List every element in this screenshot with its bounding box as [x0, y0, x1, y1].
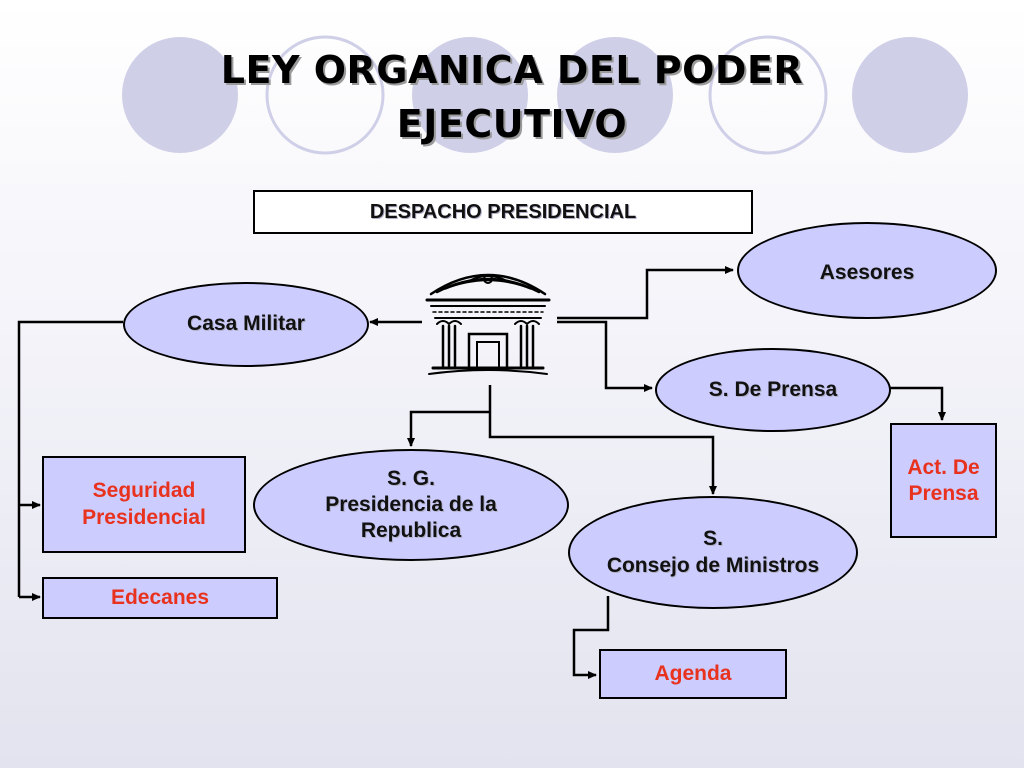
- agenda-box: Agenda: [599, 649, 787, 699]
- connector-sg: [407, 410, 490, 447]
- prensa-node: S. De Prensa: [655, 348, 891, 432]
- sg-presidencia-node: S. G. Presidencia de la Republica: [253, 449, 569, 561]
- edecanes-label: Edecanes: [110, 585, 210, 609]
- connector-consejo: [488, 412, 717, 495]
- seguridad-presidencial-box: Seguridad Presidencial: [42, 456, 246, 553]
- despacho-presidencial-label: DESPACHO PRESIDENCIAL: [369, 200, 637, 223]
- agenda-label: Agenda: [654, 661, 732, 685]
- connector-act-prensa: [890, 386, 946, 421]
- connector-prensa: [557, 320, 653, 392]
- consejo-ministros-node: S. Consejo de Ministros: [568, 496, 858, 609]
- decor-circle: [412, 37, 528, 153]
- decorative-circles: [122, 35, 968, 155]
- despacho-presidencial-box: DESPACHO PRESIDENCIAL: [253, 190, 753, 234]
- asesores-node: Asesores: [737, 222, 997, 319]
- page-title-line-2: EJECUTIVO: [396, 102, 628, 146]
- act-prensa-box: Act. De Prensa: [890, 423, 997, 538]
- decor-circle: [122, 37, 238, 153]
- decor-circle: [265, 35, 385, 155]
- asesores-label: Asesores: [819, 261, 915, 284]
- casa-militar-label: Casa Militar: [187, 312, 305, 336]
- decor-circle: [708, 35, 828, 155]
- casa-militar-node: Casa Militar: [123, 282, 369, 367]
- sg-presidencia-label: S. G. Presidencia de la Republica: [325, 466, 497, 543]
- edecanes-box: Edecanes: [42, 577, 278, 619]
- consejo-ministros-label: S. Consejo de Ministros: [606, 527, 820, 577]
- seguridad-presidencial-label: Seguridad Presidencial: [82, 479, 206, 529]
- act-prensa-label: Act. De Prensa: [907, 456, 980, 506]
- government-building-icon: [425, 273, 551, 375]
- decor-circle: [852, 37, 968, 153]
- decor-circle: [557, 37, 673, 153]
- prensa-label: S. De Prensa: [708, 377, 838, 401]
- connector-agenda: [572, 596, 610, 679]
- connector-asesores: [557, 266, 734, 320]
- page-title-line-1: LEY ORGANICA DEL PODER: [220, 48, 804, 92]
